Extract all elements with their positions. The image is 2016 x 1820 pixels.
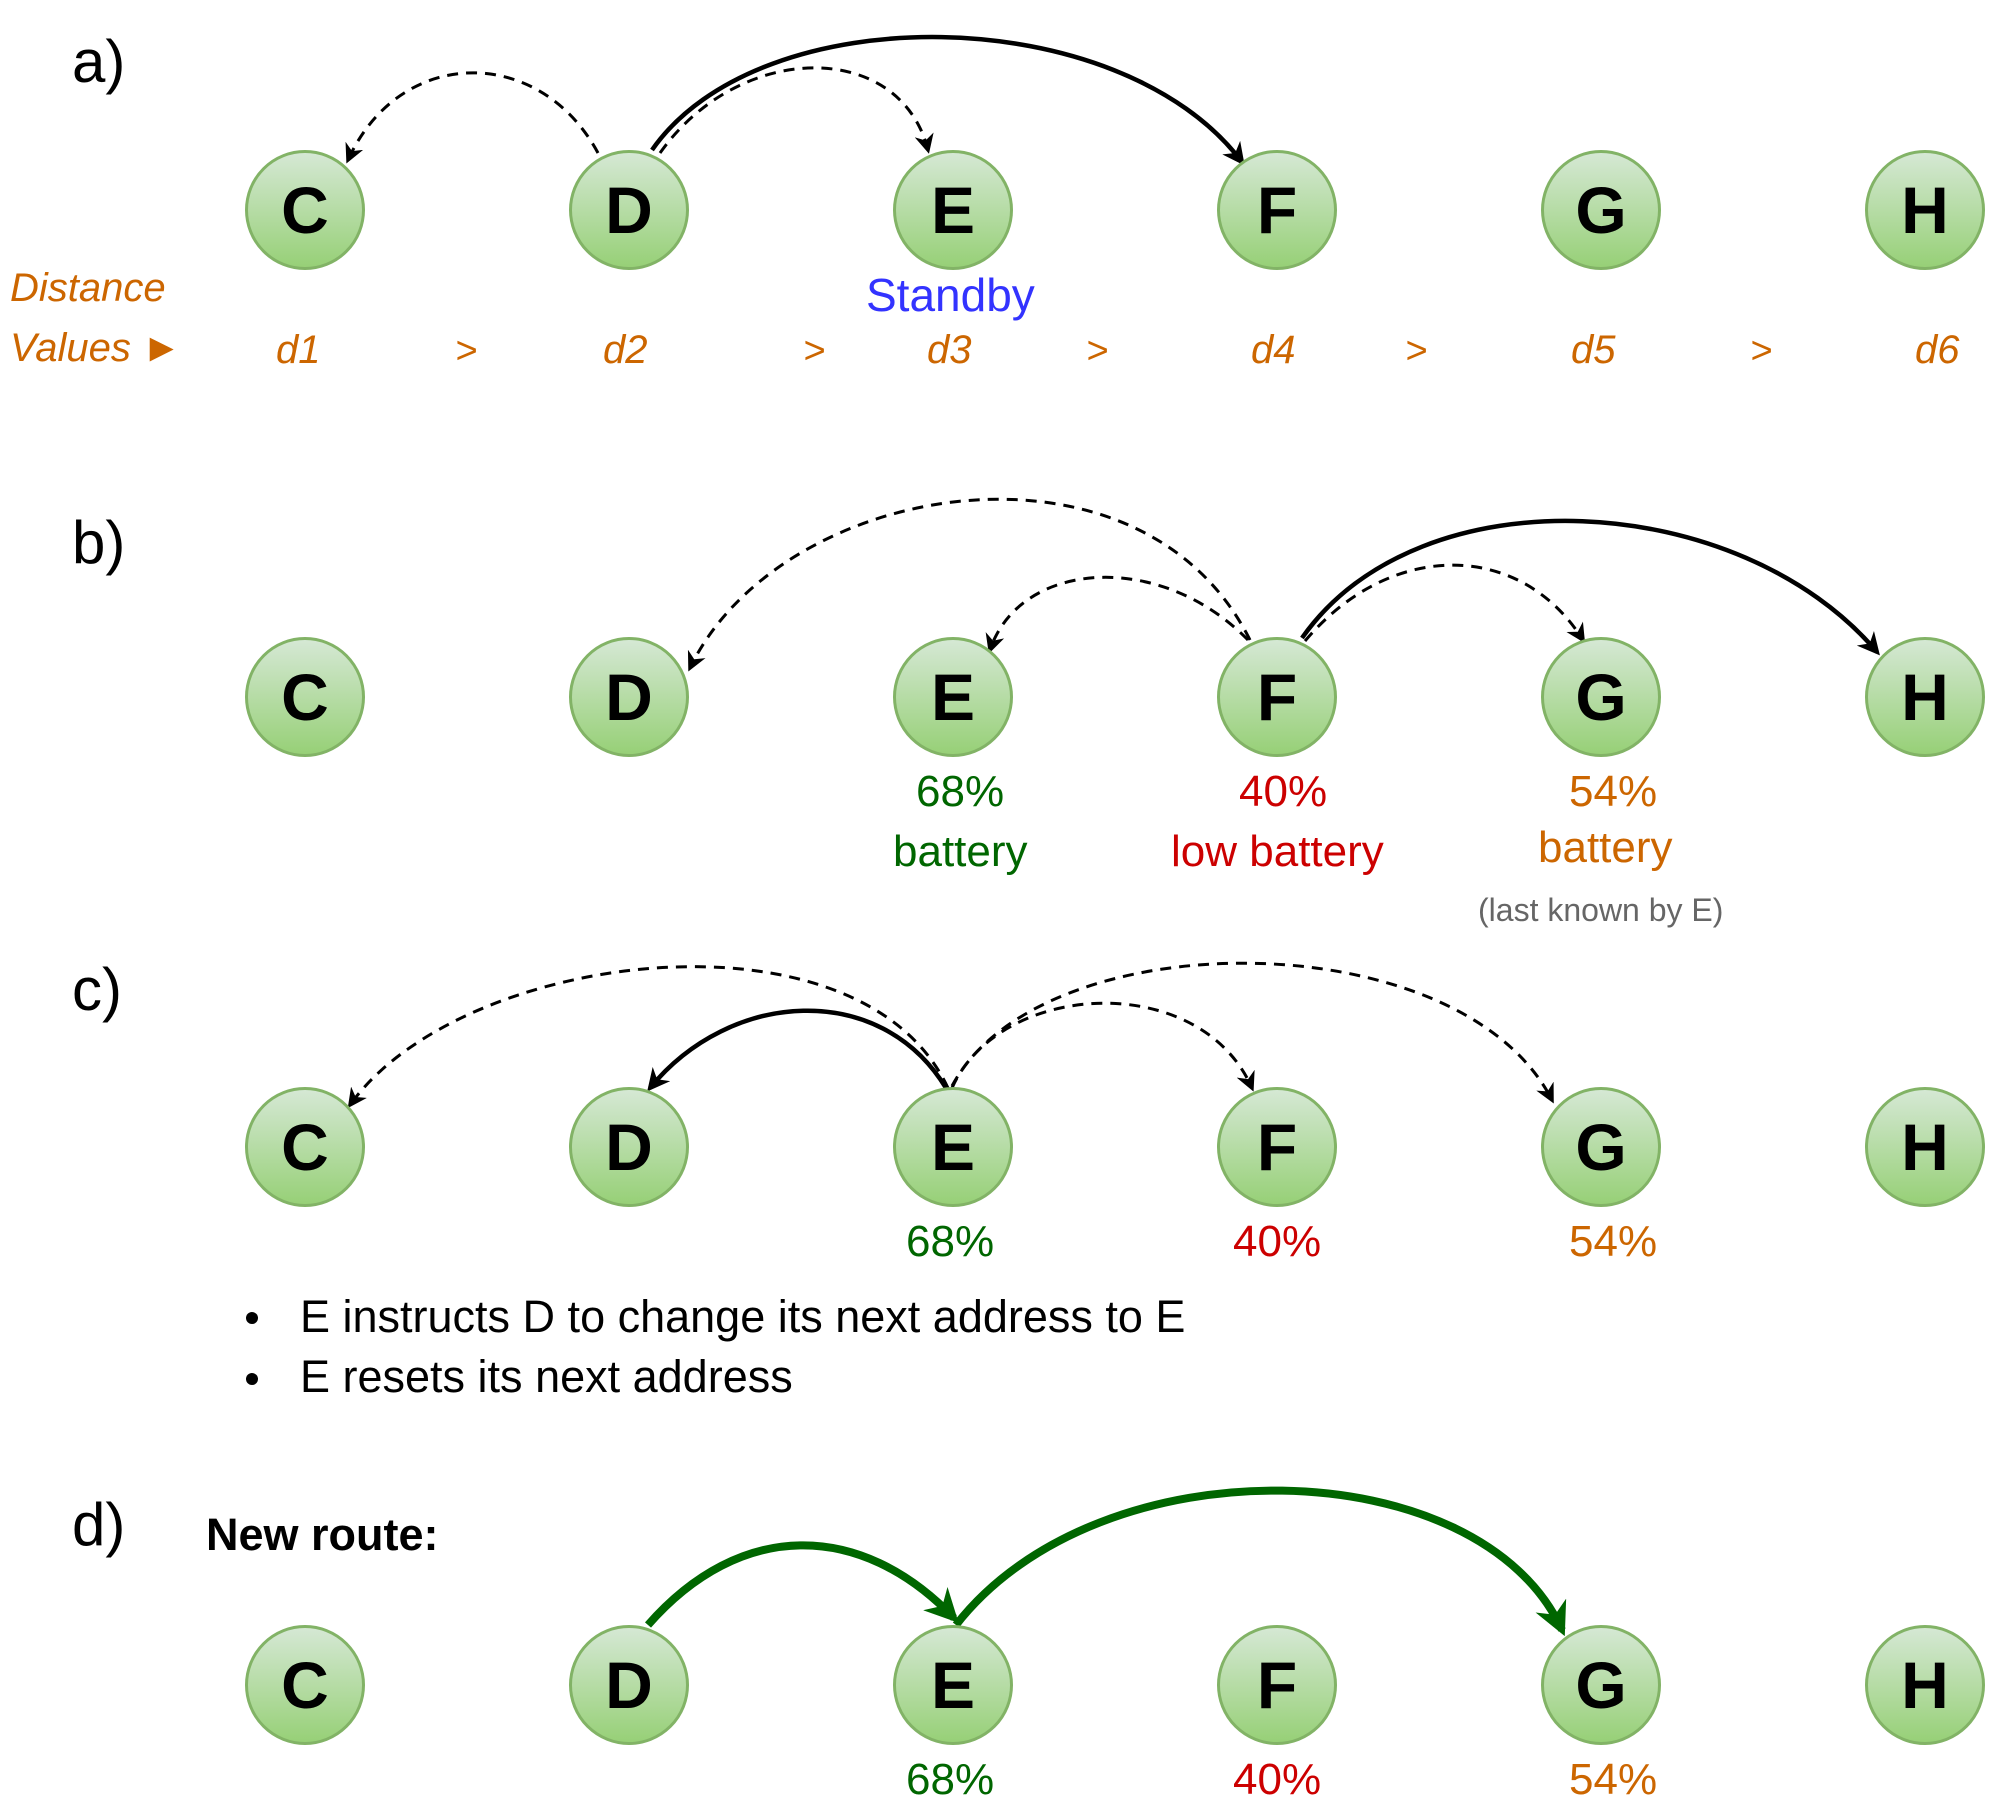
node-f-panel-d: F — [1217, 1625, 1337, 1745]
node-label: G — [1575, 660, 1627, 734]
arrow-c-e-to-d — [647, 1008, 948, 1092]
node-h-panel-d: H — [1865, 1625, 1985, 1745]
node-label: C — [281, 1648, 329, 1722]
node-label: F — [1256, 660, 1298, 734]
battery-g-percent-d: 54% — [1569, 1755, 1658, 1804]
distance-label: Distance — [10, 266, 166, 310]
arrow-c-e-to-g — [950, 961, 1554, 1104]
node-h-panel-c: H — [1865, 1087, 1985, 1207]
node-c-panel-a: C — [245, 150, 365, 270]
bullet-dot-2 — [246, 1373, 258, 1385]
arrow-a-d-to-f — [650, 34, 1245, 166]
node-label: G — [1575, 173, 1627, 247]
node-label: H — [1901, 173, 1949, 247]
battery-e-percent-c: 68% — [906, 1217, 995, 1266]
node-f-panel-c: F — [1217, 1087, 1337, 1207]
node-c-panel-c: C — [245, 1087, 365, 1207]
node-label: F — [1256, 1110, 1298, 1184]
node-label: C — [281, 660, 329, 734]
panel-b-label: b) — [72, 509, 126, 576]
node-label: H — [1901, 660, 1949, 734]
node-label: D — [605, 1110, 653, 1184]
node-label: H — [1901, 1110, 1949, 1184]
arrow-a-d-to-c — [345, 71, 600, 164]
new-route-title: New route: — [206, 1509, 439, 1560]
battery-e-percent: 68% — [916, 767, 1005, 816]
route-e-to-g — [952, 1486, 1567, 1637]
battery-e-percent-d: 68% — [906, 1755, 995, 1804]
battery-e-text: battery — [893, 827, 1028, 876]
node-label: E — [930, 1110, 976, 1184]
battery-f-percent-d: 40% — [1233, 1755, 1322, 1804]
node-label: G — [1575, 1110, 1627, 1184]
node-label: G — [1575, 1648, 1627, 1722]
battery-g-text: battery — [1538, 823, 1673, 872]
node-label: D — [605, 660, 653, 734]
last-known-note: (last known by E) — [1478, 892, 1724, 928]
node-e-panel-a: E — [893, 150, 1013, 270]
arrow-c-e-to-f — [950, 1001, 1255, 1092]
node-d-panel-c: D — [569, 1087, 689, 1207]
arrow-a-d-to-e — [658, 66, 934, 154]
node-h-panel-a: H — [1865, 150, 1985, 270]
greater-than-5: > — [1750, 330, 1773, 372]
panel-c-label: c) — [72, 956, 122, 1023]
arrow-b-f-to-h — [1300, 518, 1880, 656]
node-label: C — [281, 1110, 329, 1184]
node-label: H — [1901, 1648, 1949, 1722]
greater-than-3: > — [1086, 330, 1109, 372]
node-label: E — [930, 1648, 976, 1722]
node-f-panel-a: F — [1217, 150, 1337, 270]
panel-a-label: a) — [72, 28, 126, 95]
node-c-panel-d: C — [245, 1625, 365, 1745]
node-g-panel-b: G — [1541, 637, 1661, 757]
node-label: C — [281, 173, 329, 247]
distance-d1: d1 — [276, 328, 321, 372]
node-label: D — [605, 173, 653, 247]
battery-f-text: low battery — [1171, 827, 1384, 876]
node-f-panel-b: F — [1217, 637, 1337, 757]
distance-d5: d5 — [1571, 328, 1616, 372]
node-h-panel-b: H — [1865, 637, 1985, 757]
distance-d2: d2 — [603, 328, 648, 372]
arrow-b-f-to-g — [1303, 563, 1586, 644]
greater-than-1: > — [455, 330, 478, 372]
values-label: Values ► — [10, 326, 182, 370]
standby-label: Standby — [866, 269, 1035, 321]
battery-f-percent-c: 40% — [1233, 1217, 1322, 1266]
node-e-panel-d: E — [893, 1625, 1013, 1745]
distance-d6: d6 — [1915, 328, 1960, 372]
bullet-dot-1 — [246, 1312, 258, 1324]
arrow-c-e-to-c — [347, 965, 950, 1109]
greater-than-2: > — [803, 330, 826, 372]
distance-d3: d3 — [927, 328, 972, 372]
node-c-panel-b: C — [245, 637, 365, 757]
node-g-panel-c: G — [1541, 1087, 1661, 1207]
node-e-panel-c: E — [893, 1087, 1013, 1207]
greater-than-4: > — [1405, 330, 1428, 372]
node-e-panel-b: E — [893, 637, 1013, 757]
battery-g-percent-c: 54% — [1569, 1217, 1658, 1266]
bullet-item-1: E instructs D to change its next address… — [300, 1291, 1186, 1342]
node-g-panel-a: G — [1541, 150, 1661, 270]
bullet-item-2: E resets its next address — [300, 1351, 793, 1402]
node-label: F — [1256, 173, 1298, 247]
route-d-to-e — [644, 1541, 959, 1628]
node-d-panel-b: D — [569, 637, 689, 757]
battery-f-percent: 40% — [1239, 767, 1328, 816]
battery-g-percent: 54% — [1569, 767, 1658, 816]
node-label: E — [930, 173, 976, 247]
distance-d4: d4 — [1251, 328, 1296, 372]
node-d-panel-a: D — [569, 150, 689, 270]
node-label: E — [930, 660, 976, 734]
node-g-panel-d: G — [1541, 1625, 1661, 1745]
node-label: F — [1256, 1648, 1298, 1722]
node-d-panel-d: D — [569, 1625, 689, 1745]
arrow-b-f-to-d — [687, 497, 1252, 672]
panel-d-label: d) — [72, 1491, 126, 1558]
node-label: D — [605, 1648, 653, 1722]
arrow-b-f-to-e — [985, 575, 1250, 654]
